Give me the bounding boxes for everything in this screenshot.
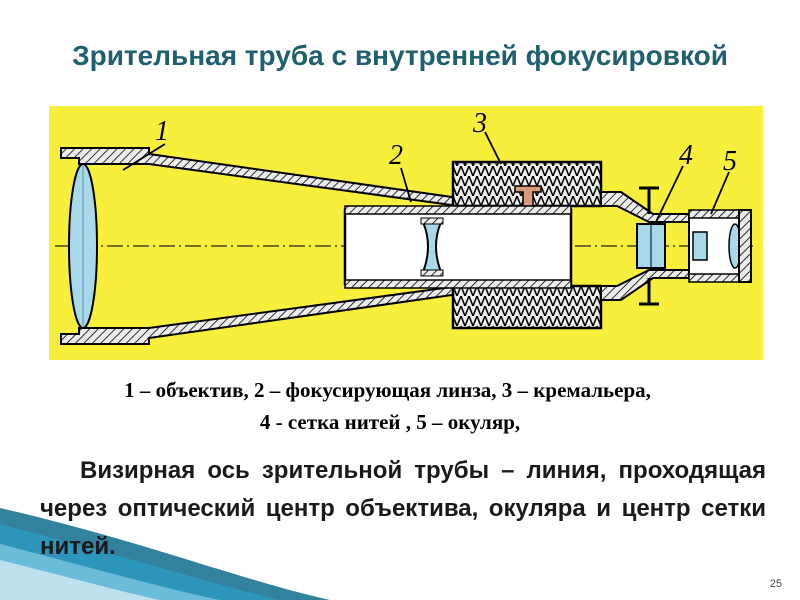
telescope-diagram: 1 2 3 4 5 [49, 106, 763, 360]
focusing-tube-top [344, 205, 572, 215]
eyepiece-cap [738, 209, 752, 283]
legend-line-2: 4 - сетка нитей , 5 – окуляр, [259, 410, 521, 434]
decorative-wave [0, 508, 330, 600]
focusing-tube [343, 208, 573, 286]
focusing-tube-bottom [344, 279, 572, 289]
callout-2-leader [400, 167, 412, 203]
callout-4: 4 [679, 140, 693, 171]
callout-5-leader [710, 171, 730, 215]
focusing-lens-mount-bottom [420, 269, 444, 277]
callout-1: 1 [155, 116, 169, 147]
eyepiece-bottom-wall [688, 273, 742, 283]
definition-text: Визирная ось зрительной трубы – линия, п… [40, 457, 766, 560]
slide-title: Зрительная труба с внутренней фокусировк… [72, 40, 728, 71]
eyepiece-top-wall [688, 209, 742, 219]
rack-housing-bottom [451, 284, 603, 330]
eyepiece-field-lens [692, 231, 708, 261]
focusing-lens-mount-top [420, 217, 444, 225]
callout-5: 5 [723, 146, 737, 177]
legend-line-1: 1 – объектив, 2 – фокусирующая линза, 3 … [124, 378, 651, 402]
callout-2: 2 [389, 140, 403, 171]
callout-3-leader [484, 131, 502, 165]
callout-4-leader [654, 165, 684, 225]
callout-3: 3 [472, 108, 487, 139]
page-number: 25 [769, 578, 782, 590]
callout-1-leader [122, 143, 166, 171]
